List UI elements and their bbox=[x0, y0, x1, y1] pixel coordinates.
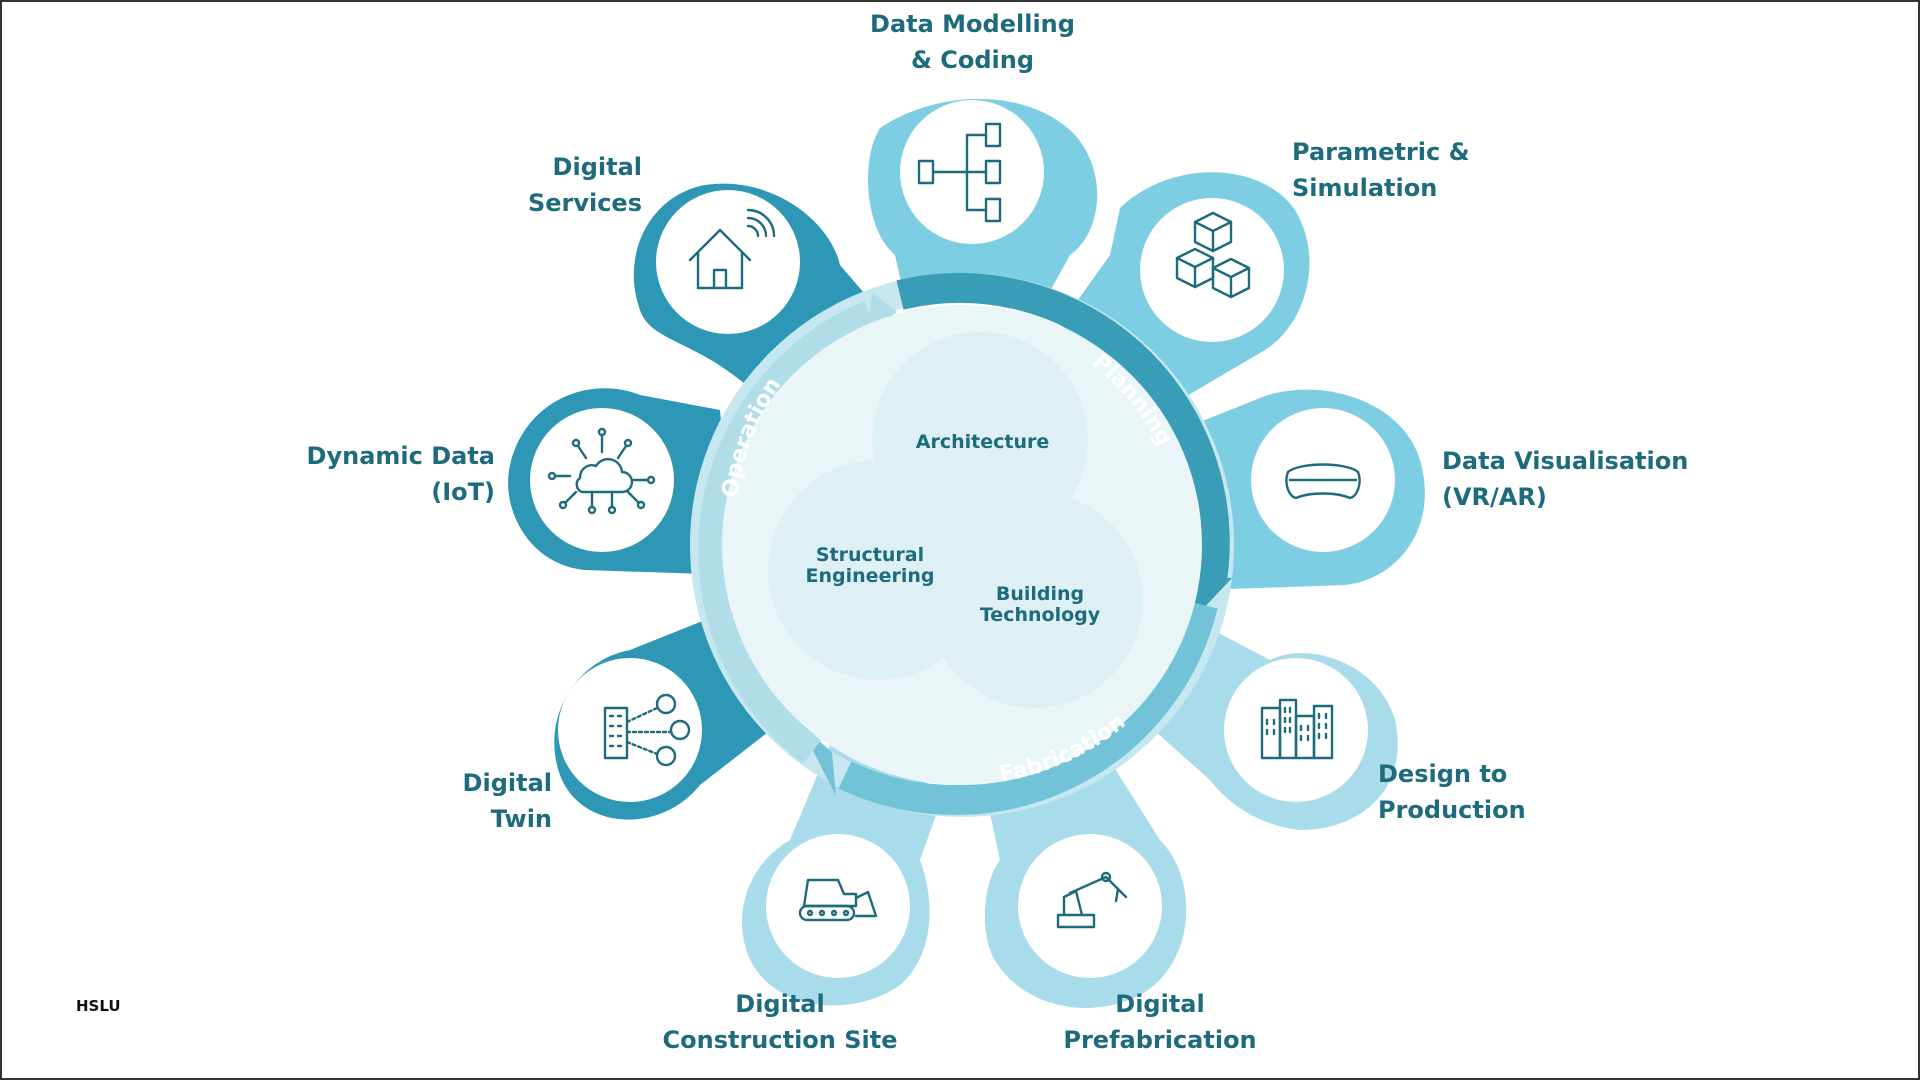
cubes-icon bbox=[1175, 211, 1251, 299]
label-digital-prefabrication: Digital Prefabrication bbox=[1063, 990, 1257, 1054]
hierarchy-icon bbox=[917, 122, 1002, 223]
discipline-architecture: Architecture bbox=[915, 431, 1050, 453]
circle-digital-prefabrication bbox=[1018, 834, 1162, 978]
label-design-to-production: Design to Production bbox=[1378, 760, 1526, 824]
cloud-network-icon bbox=[547, 427, 656, 515]
brand-logo-text: HSLU bbox=[76, 997, 121, 1015]
ring-fabrication-arc bbox=[838, 601, 1218, 816]
label-data-visualisation: Data Visualisation (VR/AR) bbox=[1442, 447, 1689, 511]
robot-arm-icon bbox=[1056, 871, 1128, 929]
vr-goggles-icon bbox=[1285, 463, 1361, 500]
discipline-trefoil bbox=[768, 332, 1143, 708]
label-parametric: Parametric & Simulation bbox=[1292, 138, 1470, 202]
label-dynamic-data: Dynamic Data (IoT) bbox=[306, 442, 495, 506]
ring-planning-arc bbox=[896, 272, 1230, 583]
ring-operation-arc bbox=[698, 301, 876, 764]
smart-home-icon bbox=[688, 208, 776, 290]
label-construction-site: Digital Construction Site bbox=[662, 990, 898, 1054]
buildings-icon bbox=[1260, 698, 1334, 760]
discipline-building: Building Technology bbox=[979, 583, 1101, 626]
label-data-modelling: Data Modelling & Coding bbox=[870, 10, 1075, 74]
discipline-structural: Structural Engineering bbox=[805, 544, 935, 587]
building-people-icon bbox=[603, 693, 691, 767]
bulldozer-icon bbox=[798, 878, 878, 922]
circle-digital-twin bbox=[558, 658, 702, 802]
label-digital-services: Digital Services bbox=[527, 153, 642, 217]
circle-dynamic-data bbox=[530, 408, 674, 552]
label-digital-twin: Digital Twin bbox=[462, 769, 552, 833]
circle-digital-services bbox=[656, 190, 800, 334]
building-lobe bbox=[927, 492, 1143, 708]
